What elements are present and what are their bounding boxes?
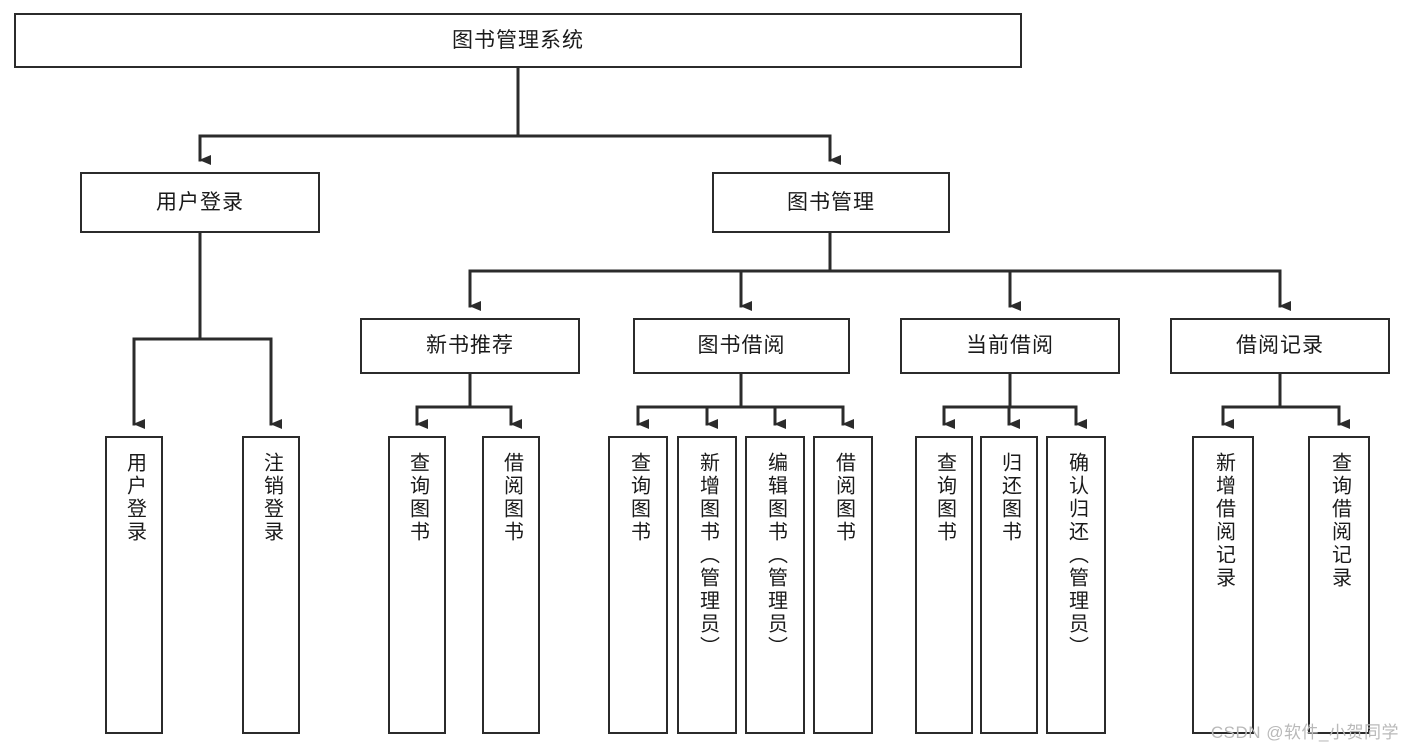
node-leaf-query-book-1[interactable]: 查询图书: [388, 436, 446, 734]
node-leaf-edit-book[interactable]: 编辑图书（管理员）: [745, 436, 805, 734]
node-new-book-recommend[interactable]: 新书推荐: [360, 318, 580, 374]
node-leaf-add-book-label: 新增图书（管理员）: [696, 452, 719, 659]
node-leaf-borrow-book-1-label: 借阅图书: [500, 452, 523, 544]
node-leaf-confirm-return-label: 确认归还（管理员）: [1065, 452, 1088, 659]
node-root[interactable]: 图书管理系统: [14, 13, 1022, 68]
node-leaf-query-book-2-label: 查询图书: [627, 452, 650, 544]
node-current-borrow[interactable]: 当前借阅: [900, 318, 1120, 374]
node-leaf-query-book-3[interactable]: 查询图书: [915, 436, 973, 734]
node-leaf-query-book-2[interactable]: 查询图书: [608, 436, 668, 734]
node-borrow-record-label: 借阅记录: [1236, 334, 1324, 358]
node-book-manage-label: 图书管理: [787, 190, 875, 214]
node-leaf-query-borrow-record-label: 查询借阅记录: [1328, 452, 1351, 590]
node-leaf-borrow-book-1[interactable]: 借阅图书: [482, 436, 540, 734]
node-new-book-recommend-label: 新书推荐: [426, 334, 514, 358]
node-leaf-logout-label: 注销登录: [260, 452, 283, 544]
node-leaf-logout[interactable]: 注销登录: [242, 436, 300, 734]
node-leaf-user-login-label: 用户登录: [123, 452, 146, 544]
node-user-login[interactable]: 用户登录: [80, 172, 320, 233]
node-leaf-return-book[interactable]: 归还图书: [980, 436, 1038, 734]
node-book-borrow[interactable]: 图书借阅: [633, 318, 850, 374]
node-root-label: 图书管理系统: [452, 28, 584, 52]
node-leaf-query-book-3-label: 查询图书: [933, 452, 956, 544]
node-leaf-query-borrow-record[interactable]: 查询借阅记录: [1308, 436, 1370, 734]
node-leaf-user-login[interactable]: 用户登录: [105, 436, 163, 734]
node-leaf-add-book[interactable]: 新增图书（管理员）: [677, 436, 737, 734]
node-user-login-label: 用户登录: [156, 190, 244, 214]
node-borrow-record[interactable]: 借阅记录: [1170, 318, 1390, 374]
node-leaf-return-book-label: 归还图书: [998, 452, 1021, 544]
node-book-manage[interactable]: 图书管理: [712, 172, 950, 233]
node-leaf-confirm-return[interactable]: 确认归还（管理员）: [1046, 436, 1106, 734]
node-leaf-add-borrow-record[interactable]: 新增借阅记录: [1192, 436, 1254, 734]
node-leaf-query-book-1-label: 查询图书: [406, 452, 429, 544]
node-current-borrow-label: 当前借阅: [966, 334, 1054, 358]
node-leaf-borrow-book-2-label: 借阅图书: [832, 452, 855, 544]
csdn-watermark: CSDN @软件_小贺同学: [1210, 723, 1399, 742]
node-leaf-edit-book-label: 编辑图书（管理员）: [764, 452, 787, 659]
node-book-borrow-label: 图书借阅: [697, 334, 786, 358]
node-leaf-borrow-book-2[interactable]: 借阅图书: [813, 436, 873, 734]
node-leaf-add-borrow-record-label: 新增借阅记录: [1212, 452, 1235, 590]
